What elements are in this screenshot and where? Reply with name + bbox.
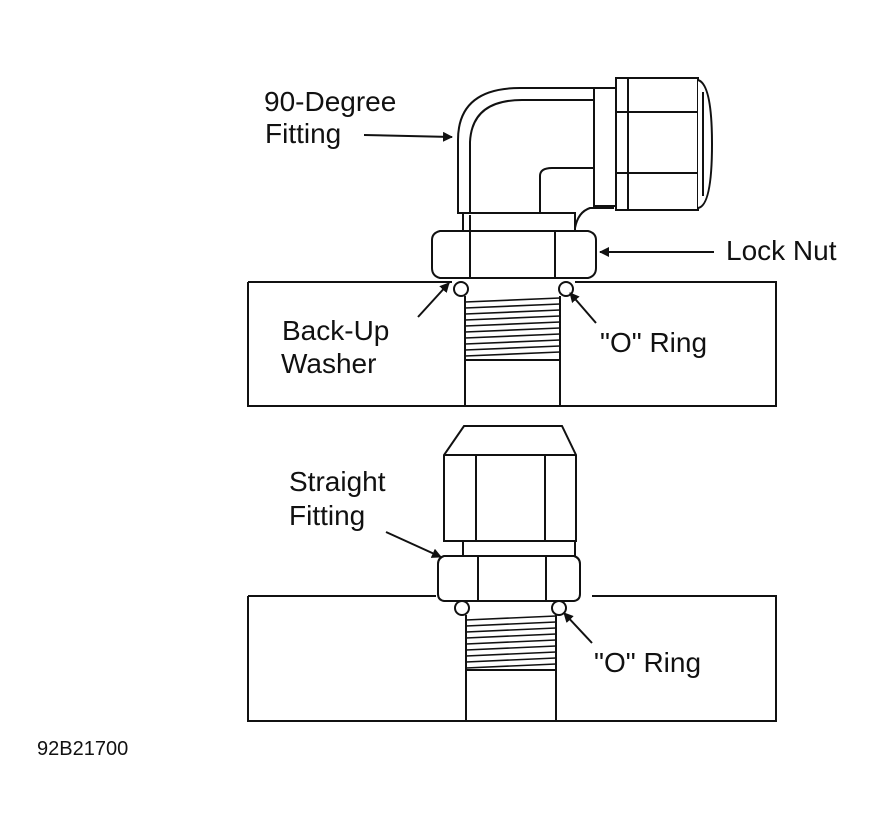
top-plate (247, 281, 777, 407)
straight-fitting (438, 426, 580, 601)
top-threaded-shank (465, 296, 560, 406)
back-up-washer-ring (454, 282, 468, 296)
straight-fitting-arrow (386, 532, 442, 557)
o-ring-bottom-arrow (564, 612, 592, 643)
o-ring-bottom-right (552, 601, 566, 615)
label-straight-line2: Fitting (289, 500, 366, 531)
bottom-plate (247, 595, 777, 722)
back-up-washer-arrow (418, 282, 449, 317)
o-ring-top-arrow (570, 292, 596, 323)
lock-nut (432, 231, 596, 278)
bottom-threaded-shank (466, 615, 556, 721)
o-ring-bottom-left (455, 601, 469, 615)
label-back-up-line1: Back-Up (282, 315, 390, 346)
label-o-ring-top: "O" Ring (600, 327, 708, 358)
label-back-up-line2: Washer (281, 348, 377, 379)
label-ninety-degree-line1: 90-Degree (264, 86, 397, 117)
ninety-degree-fitting (458, 78, 712, 233)
label-o-ring-bottom: "O" Ring (594, 647, 702, 678)
figure-id: 92B21700 (37, 738, 129, 760)
label-straight-line1: Straight (289, 466, 386, 497)
ninety-degree-arrow (364, 131, 453, 142)
label-ninety-degree-line2: Fitting (265, 118, 342, 149)
label-lock-nut: Lock Nut (726, 235, 837, 266)
